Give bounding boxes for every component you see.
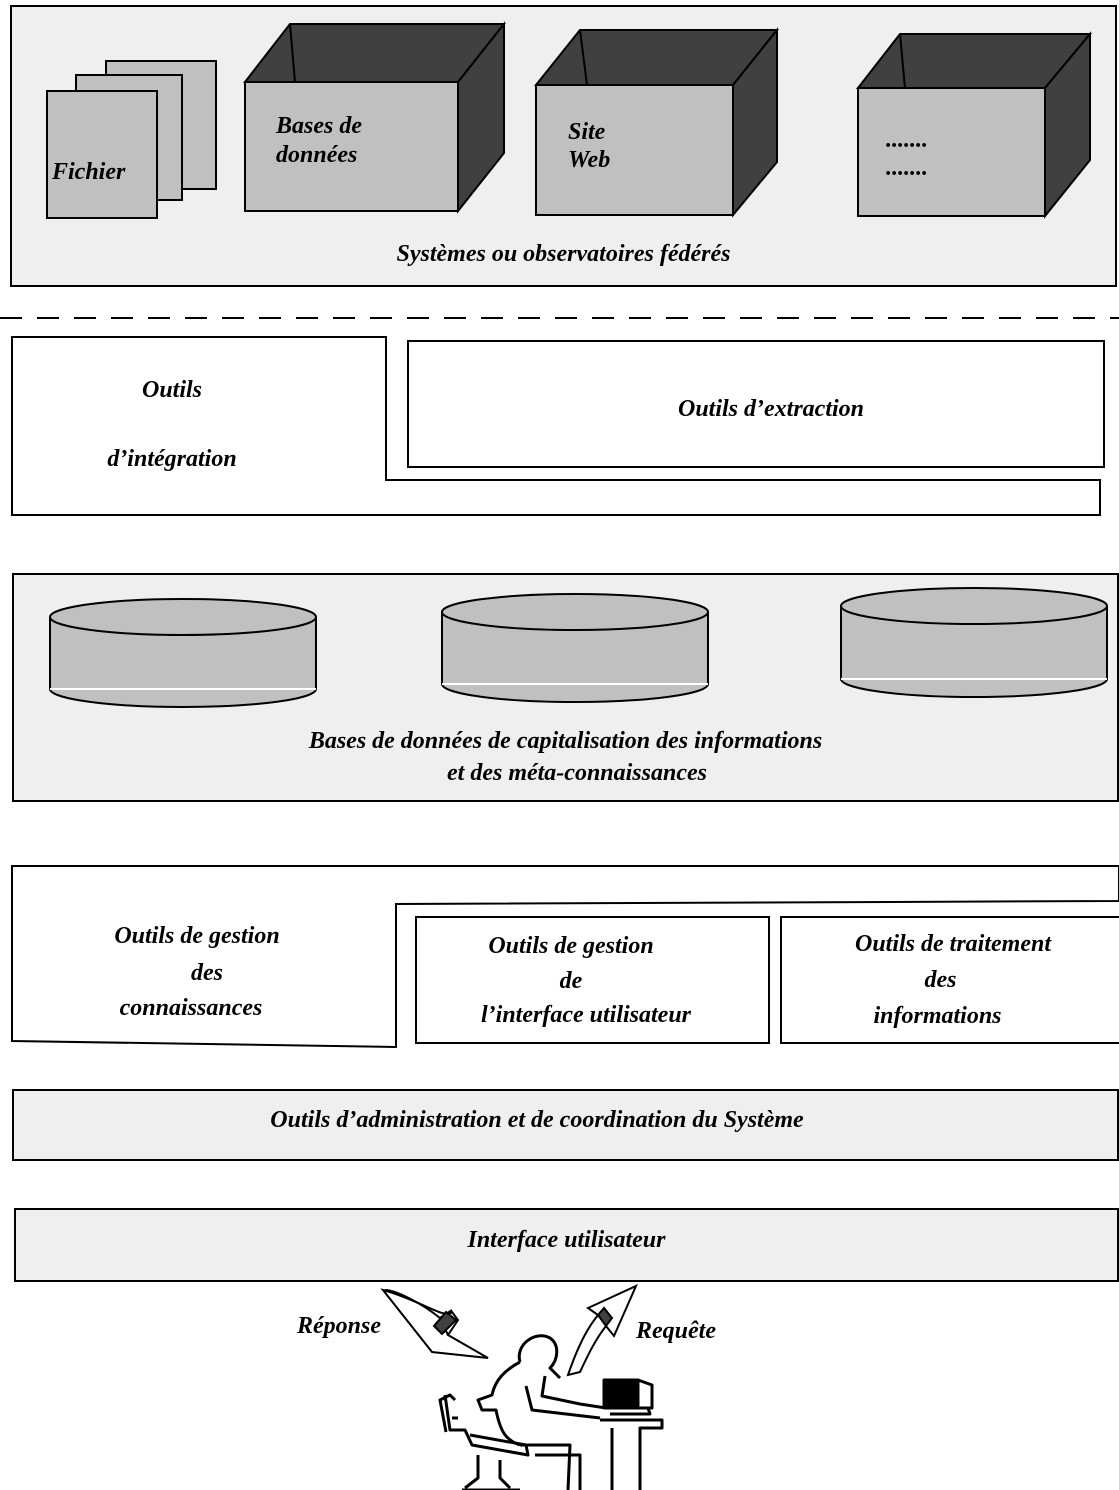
website-box-icon [533, 27, 780, 218]
knowledge-tools-label-line2: des [191, 960, 223, 986]
user-interface-panel [14, 1208, 1119, 1282]
processing-tools-label-line2: des [924, 967, 957, 993]
interface-tools-label-line3: l’interface utilisateur [481, 1002, 691, 1028]
response-arrow-icon [380, 1288, 489, 1359]
knowledge-tools-label-line1: Outils de gestion [114, 923, 280, 949]
interface-tools-label-line1: Outils de gestion [488, 933, 654, 959]
database-cylinder-icon-2 [441, 593, 709, 703]
integration-tools-label-line1: Outils [141, 377, 203, 403]
integration-tools-outline [11, 336, 1101, 516]
integration-tools-label-line2: d’intégration [107, 446, 237, 472]
database-label-line2: données [276, 142, 358, 168]
website-label-line1: Site [568, 119, 606, 145]
processing-tools-label-line3: informations [873, 1003, 1002, 1029]
interface-tools-outline [415, 916, 770, 1044]
extraction-tools-outline [407, 340, 1105, 468]
capitalisation-caption-line2: et des méta-connaissances [447, 760, 707, 786]
file-stack-icon [46, 60, 217, 219]
other-source-box-icon [855, 31, 1093, 219]
processing-tools-label-line1: Outils de traitement [854, 931, 1051, 957]
extraction-tools-label: Outils d’extraction [677, 396, 864, 422]
request-arrow-label: Requête [636, 1318, 716, 1344]
database-label-line1: Bases de [276, 113, 362, 139]
file-label: Fichier [52, 159, 126, 185]
database-cylinder-icon-3 [840, 587, 1108, 698]
federated-caption: Systèmes ou observatoires fédérés [396, 241, 731, 267]
knowledge-tools-outline [11, 865, 1119, 1049]
other-source-label-line2: ....... [886, 155, 928, 181]
request-arrow-icon [566, 1283, 638, 1377]
interface-tools-label-line2: de [559, 968, 583, 994]
administration-panel [12, 1089, 1119, 1161]
processing-tools-outline [780, 916, 1119, 1044]
database-box-icon [242, 21, 507, 214]
user-at-computer-icon [438, 1334, 664, 1490]
knowledge-tools-label-line3: connaissances [119, 995, 263, 1021]
response-arrow-label: Réponse [297, 1313, 381, 1339]
administration-label: Outils d’administration et de coordinati… [270, 1107, 804, 1133]
database-cylinder-icon-1 [49, 598, 317, 708]
capitalisation-caption-line1: Bases de données de capitalisation des i… [308, 728, 823, 754]
user-interface-label: Interface utilisateur [467, 1227, 666, 1253]
website-label-line2: Web [568, 147, 611, 173]
other-source-label-line1: ....... [886, 127, 928, 153]
